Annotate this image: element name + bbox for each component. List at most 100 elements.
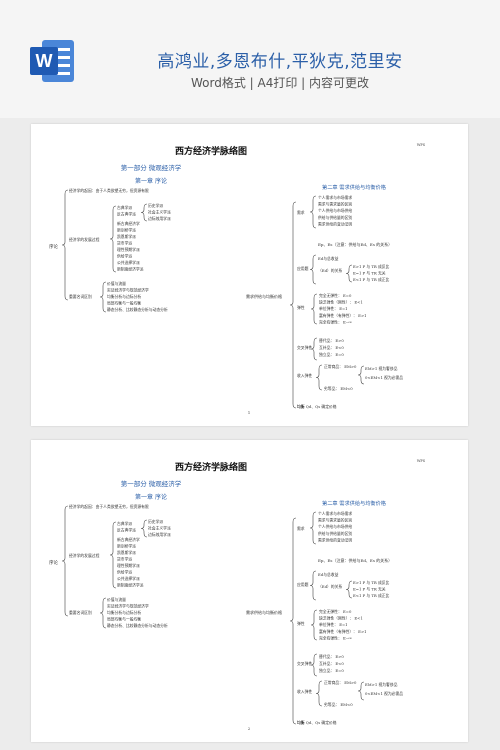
term-item: 价值与流量 <box>107 281 126 286</box>
income-sub-item: 0<EM<1 视为必需品 <box>365 691 403 696</box>
header-banner: W 高鸿业,多恩布什,平狄克,范里安 Word格式 | A4打印 | 内容可更改 <box>0 0 500 118</box>
app-sub-item: E=1 P 与 TR 无关 <box>353 587 386 592</box>
dev-item: 公共选择学派 <box>117 576 140 581</box>
app-brace <box>309 254 317 285</box>
elastic-item: 缺乏弹性（刚性）： E<1 <box>319 616 363 621</box>
right-branch-6: 均衡 <box>297 720 305 725</box>
right-branch-1: 需求 <box>297 210 305 215</box>
demand-brace <box>309 195 317 229</box>
demand-item: 供给与供给量的区别 <box>318 215 352 220</box>
elastic-item: 缺乏弹性（刚性）： E<1 <box>319 300 363 305</box>
part-heading: 第一部分 微观经济学 <box>121 163 182 172</box>
dev-sub-item: 边际效用学派 <box>148 532 171 537</box>
income-sub-brace <box>357 365 365 385</box>
term-item: 实证经济学与规范经济学 <box>107 288 149 293</box>
dev-sub-brace <box>140 519 148 538</box>
term-item: 均衡分析与边际分析 <box>107 610 141 615</box>
income-sub-brace <box>357 681 365 701</box>
dev-item: 古典学派 <box>117 521 132 526</box>
dev-item: 反古典学派 <box>117 212 136 217</box>
income-item: 正常商品： EM>0 <box>324 680 357 685</box>
right-root-brace <box>289 201 297 409</box>
dev-item: 新剑桥学派 <box>117 544 136 549</box>
right-branch-2: 应用题 <box>297 582 309 587</box>
right-root-node: 需求供给与均衡价格 <box>246 609 282 615</box>
dev-item: 凯恩斯学派 <box>117 234 136 239</box>
right-root-node: 需求供给与均衡价格 <box>246 293 282 299</box>
app-sub-item: E<1 P 与 TR 成正比 <box>353 593 390 598</box>
dev-item: 新剑桥学派 <box>117 228 136 233</box>
elastic-item: 单位弹性： E=1 <box>319 306 348 311</box>
dev-item: 新制度经济学派 <box>117 583 144 588</box>
demand-item: 需求供给的变动法则 <box>318 221 352 226</box>
right-branch-1: 需求 <box>297 526 305 531</box>
left-root-brace <box>61 189 69 301</box>
dev-sub-item: 社会主义学派 <box>148 210 171 215</box>
terms-brace <box>99 597 107 629</box>
app-item: （Ed）的关系 <box>318 268 342 273</box>
dev-item: 新古典经济学 <box>117 537 140 542</box>
equilibrium-item: 均衡 Qd、Qs 确定价格 <box>297 404 337 409</box>
right-branch-3: 弹性 <box>297 305 305 310</box>
page-title: 高鸿业,多恩布什,平狄克,范里安 <box>157 52 403 72</box>
dev-item: 货币学派 <box>117 557 132 562</box>
page-number: 2 <box>248 726 251 731</box>
demand-item: 需求供给的变动法则 <box>318 537 352 542</box>
dev-sub-item: 历史学派 <box>148 519 163 524</box>
left-branch-3: 重要名词区别 <box>69 294 92 299</box>
dev-sub-item: 历史学派 <box>148 203 163 208</box>
app-brace <box>309 570 317 601</box>
elastic-item: 完全有弹性： E→∞ <box>319 635 352 640</box>
app-sub-brace <box>345 580 353 599</box>
demand-item: 个人需求与市场需求 <box>318 195 352 200</box>
equilibrium-item: 均衡 Qd、Qs 确定价格 <box>297 720 337 725</box>
term-item: 实证经济学与规范经济学 <box>107 604 149 609</box>
app-sub-item: E=1 P 与 TR 无关 <box>353 271 386 276</box>
dev-item: 供给学派 <box>117 254 132 259</box>
demand-item: 需求与需求量的区别 <box>318 518 352 523</box>
left-root-node: 序论 <box>49 559 58 566</box>
income-item: 劣等品： EM<0 <box>324 702 353 707</box>
part-heading: 第一部分 微观经济学 <box>121 479 182 488</box>
dev-item: 凯恩斯学派 <box>117 550 136 555</box>
term-item: 静态分析、比较静态分析与动态分析 <box>107 307 168 312</box>
app-sub-item: E>1 P 与 TR 成反比 <box>353 580 390 585</box>
dev-item: 新古典经济学 <box>117 221 140 226</box>
chapter-1-heading: 第一章 序论 <box>135 493 167 501</box>
doc-title: 西方经济学脉络图 <box>175 145 247 157</box>
income-sub-item: EM>1 视为奢侈品 <box>365 366 398 371</box>
cross-item: 独立品： E=0 <box>319 352 344 357</box>
app-sub-item: E<1 P 与 TR 成正比 <box>353 277 390 282</box>
dev-item: 供给学派 <box>117 570 132 575</box>
left-branch-2: 经济学的发展过程 <box>69 237 100 242</box>
cross-brace <box>310 337 318 361</box>
cross-item: 替代品： E>0 <box>319 654 344 659</box>
doc-title: 西方经济学脉络图 <box>175 461 247 473</box>
term-item: 均衡分析与边际分析 <box>107 294 141 299</box>
demand-item: 个人供给与市场供给 <box>318 524 352 529</box>
dev-sub-brace <box>140 203 148 222</box>
app-sub-brace <box>345 264 353 283</box>
cross-item: 替代品： E>0 <box>319 338 344 343</box>
right-root-brace <box>289 517 297 725</box>
dev-item: 货币学派 <box>117 241 132 246</box>
dev-sub-item: 社会主义学派 <box>148 526 171 531</box>
page-mark: WPS <box>417 459 426 463</box>
chapter-1-heading: 第一章 序论 <box>135 177 167 185</box>
right-branch-5: 收入弹性 <box>297 373 312 378</box>
dev-item: 公共选择学派 <box>117 260 140 265</box>
elastic-item: 完全有弹性： E→∞ <box>319 319 352 324</box>
page-number: 1 <box>248 410 251 415</box>
dev-brace <box>109 205 117 273</box>
elastic-item: 富有弹性（有弹性）： E>1 <box>319 629 367 634</box>
dev-item: 新制度经济学派 <box>117 267 144 272</box>
left-branch-2: 经济学的发展过程 <box>69 553 100 558</box>
income-item: 正常商品： EM>0 <box>324 364 357 369</box>
left-branch-1: 经济学的起因：由于人类欲望无穷，但资源有限 <box>69 504 149 509</box>
chapter-2-heading: 第二章 需求供给与均衡价格 <box>322 499 387 507</box>
cross-item: 互补品： E<0 <box>319 345 344 350</box>
elasticity-formula: Ep、Es（注意：供给与Ed、Es 的关系） <box>318 241 392 247</box>
